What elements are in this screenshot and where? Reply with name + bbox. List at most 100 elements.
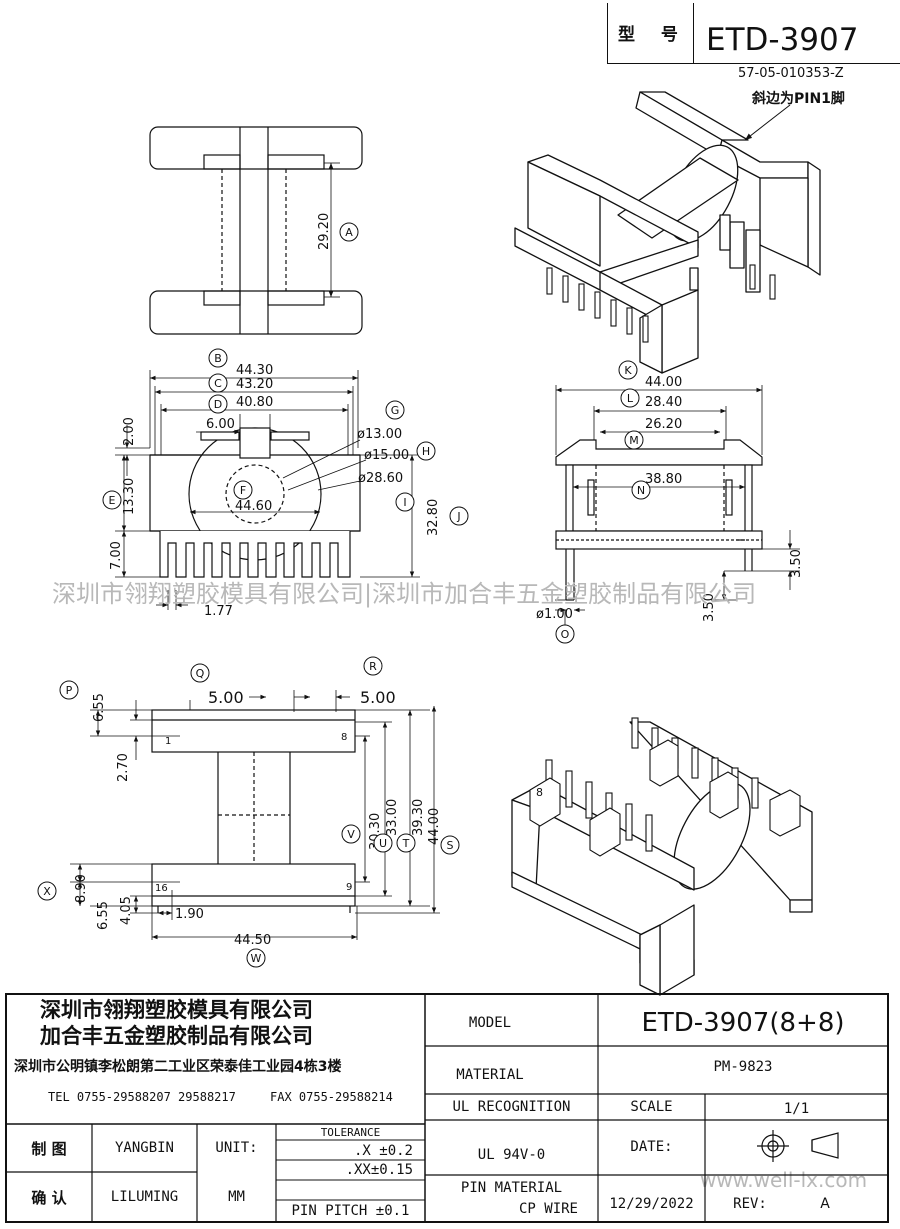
material-label: MATERIAL <box>456 1067 524 1083</box>
balloon-circle-q <box>190 663 210 683</box>
dim-3-50-b: 3.50 <box>702 593 717 622</box>
balloon-m: M <box>629 434 639 447</box>
dim-dia-13: ø13.00 <box>357 427 402 442</box>
balloon-c: C <box>214 377 222 390</box>
balloon-i: I <box>403 496 406 509</box>
balloon-circle-c <box>208 373 228 393</box>
date-value: 12/29/2022 <box>609 1196 694 1212</box>
dim-width-b: 44.30 <box>236 363 273 378</box>
model-value: ETD-3907(8+8) <box>641 1008 845 1038</box>
header-divider <box>693 3 694 63</box>
drawn-by: YANGBIN <box>114 1140 174 1156</box>
dim-width-c: 43.20 <box>236 377 273 392</box>
balloon-a: A <box>345 226 353 239</box>
balloon-p: P <box>66 684 73 697</box>
pin-label-8: 8 <box>341 732 347 743</box>
balloon-w: W <box>251 952 262 965</box>
dim-dia-1: ø1.00 <box>536 607 573 622</box>
balloon-circle-j <box>449 506 469 526</box>
dim-6: 6.00 <box>206 417 235 432</box>
balloon-x: X <box>43 885 51 898</box>
header-box <box>607 3 900 64</box>
dim-6-55-bot: 6.55 <box>96 901 111 930</box>
balloon-d: D <box>214 398 222 411</box>
balloon-v: V <box>347 828 355 841</box>
check-label: 确 认 <box>31 1188 67 1207</box>
balloon-circle-e <box>102 490 122 510</box>
balloon-l: L <box>627 392 634 405</box>
balloon-circle-h <box>416 441 436 461</box>
top-view <box>149 126 363 335</box>
pin1-note: 斜边为PIN1脚 <box>752 91 845 107</box>
iso-view-top <box>514 91 821 374</box>
iso-top-pins <box>546 264 776 343</box>
balloon-circle-k <box>618 360 638 380</box>
scale-value: 1/1 <box>783 1101 810 1117</box>
balloon-s: S <box>447 839 454 852</box>
dim-width-l: 28.40 <box>645 395 682 410</box>
balloon-circle-d <box>208 394 228 414</box>
company-name-2: 加合丰五金塑胶制品有限公司 <box>40 1024 313 1048</box>
balloon-circle-o <box>555 624 575 644</box>
balloon-q: Q <box>196 667 205 680</box>
balloon-circle-n <box>631 480 651 500</box>
dim-3-50-a: 3.50 <box>789 549 804 578</box>
balloon-e: E <box>109 494 116 507</box>
dim-4-05: 4.05 <box>119 896 134 925</box>
dim-1-77: 1.77 <box>204 604 233 619</box>
unit-label: UNIT: <box>215 1140 258 1156</box>
projection-symbol <box>757 1130 839 1162</box>
tolerance-xx: .XX±0.15 <box>345 1162 413 1178</box>
pin-pitch: PIN PITCH ±0.1 <box>291 1203 410 1219</box>
dim-top-height: 29.20 <box>317 213 332 250</box>
material-value: PM-9823 <box>713 1059 773 1075</box>
balloon-h: H <box>422 445 430 458</box>
dim-width-d: 40.80 <box>236 395 273 410</box>
type-label: 型 号 <box>618 25 688 45</box>
dim-13-30: 13.30 <box>122 478 137 515</box>
balloon-circle-r <box>363 656 383 676</box>
balloon-u: U <box>379 837 387 850</box>
balloon-circle-a <box>339 222 359 242</box>
company-address: 深圳市公明镇李松朗第二工业区荣泰佳工业园4栋3楼 <box>14 1059 342 1075</box>
balloon-circle-i <box>395 492 415 512</box>
balloon-o: O <box>561 628 570 641</box>
pin-label-16: 16 <box>155 883 168 894</box>
date-label: DATE: <box>630 1139 673 1155</box>
rev-label: REV: <box>733 1196 767 1212</box>
balloon-circle-b <box>208 348 228 368</box>
rev-value: A <box>820 1196 830 1212</box>
balloon-f: F <box>240 484 246 497</box>
balloon-j: J <box>456 510 460 523</box>
dim-1-90: 1.90 <box>175 907 204 922</box>
watermark-center: 深圳市翎翔塑胶模具有限公司|深圳市加合丰五金塑胶制品有限公司 <box>52 580 757 608</box>
dim-pitch-r: 5.00 <box>360 688 396 707</box>
cp-wire: CP WIRE <box>518 1201 578 1217</box>
pin-label-1: 1 <box>165 736 171 747</box>
dim-width-m: 26.20 <box>645 417 682 432</box>
pin-label-9: 9 <box>346 882 352 893</box>
company-fax: FAX 0755-29588214 <box>270 1090 393 1104</box>
dim-39-30: 39.30 <box>411 799 426 836</box>
scale-label: SCALE <box>630 1099 673 1115</box>
balloon-circle-v <box>341 824 361 844</box>
balloon-circle-g <box>385 400 405 420</box>
dim-2-70: 2.70 <box>116 753 131 782</box>
bottom-view <box>70 690 440 940</box>
dim-pitch-q: 5.00 <box>208 688 244 707</box>
balloon-circle-s <box>440 835 460 855</box>
tolerance-x: .X ±0.2 <box>353 1142 413 1159</box>
dim-width-n: 38.80 <box>645 472 682 487</box>
unit-value: MM <box>228 1189 245 1205</box>
company-name-1: 深圳市翎翔塑胶模具有限公司 <box>40 998 313 1022</box>
dim-8-90: 8.90 <box>74 874 89 903</box>
balloon-k: K <box>624 364 632 377</box>
company-tel: TEL 0755-29588207 29588217 <box>48 1090 236 1104</box>
dim-7: 7.00 <box>109 541 124 570</box>
balloon-circle-l <box>620 388 640 408</box>
dim-height-32: 32.80 <box>426 499 441 536</box>
front-view <box>115 370 420 610</box>
